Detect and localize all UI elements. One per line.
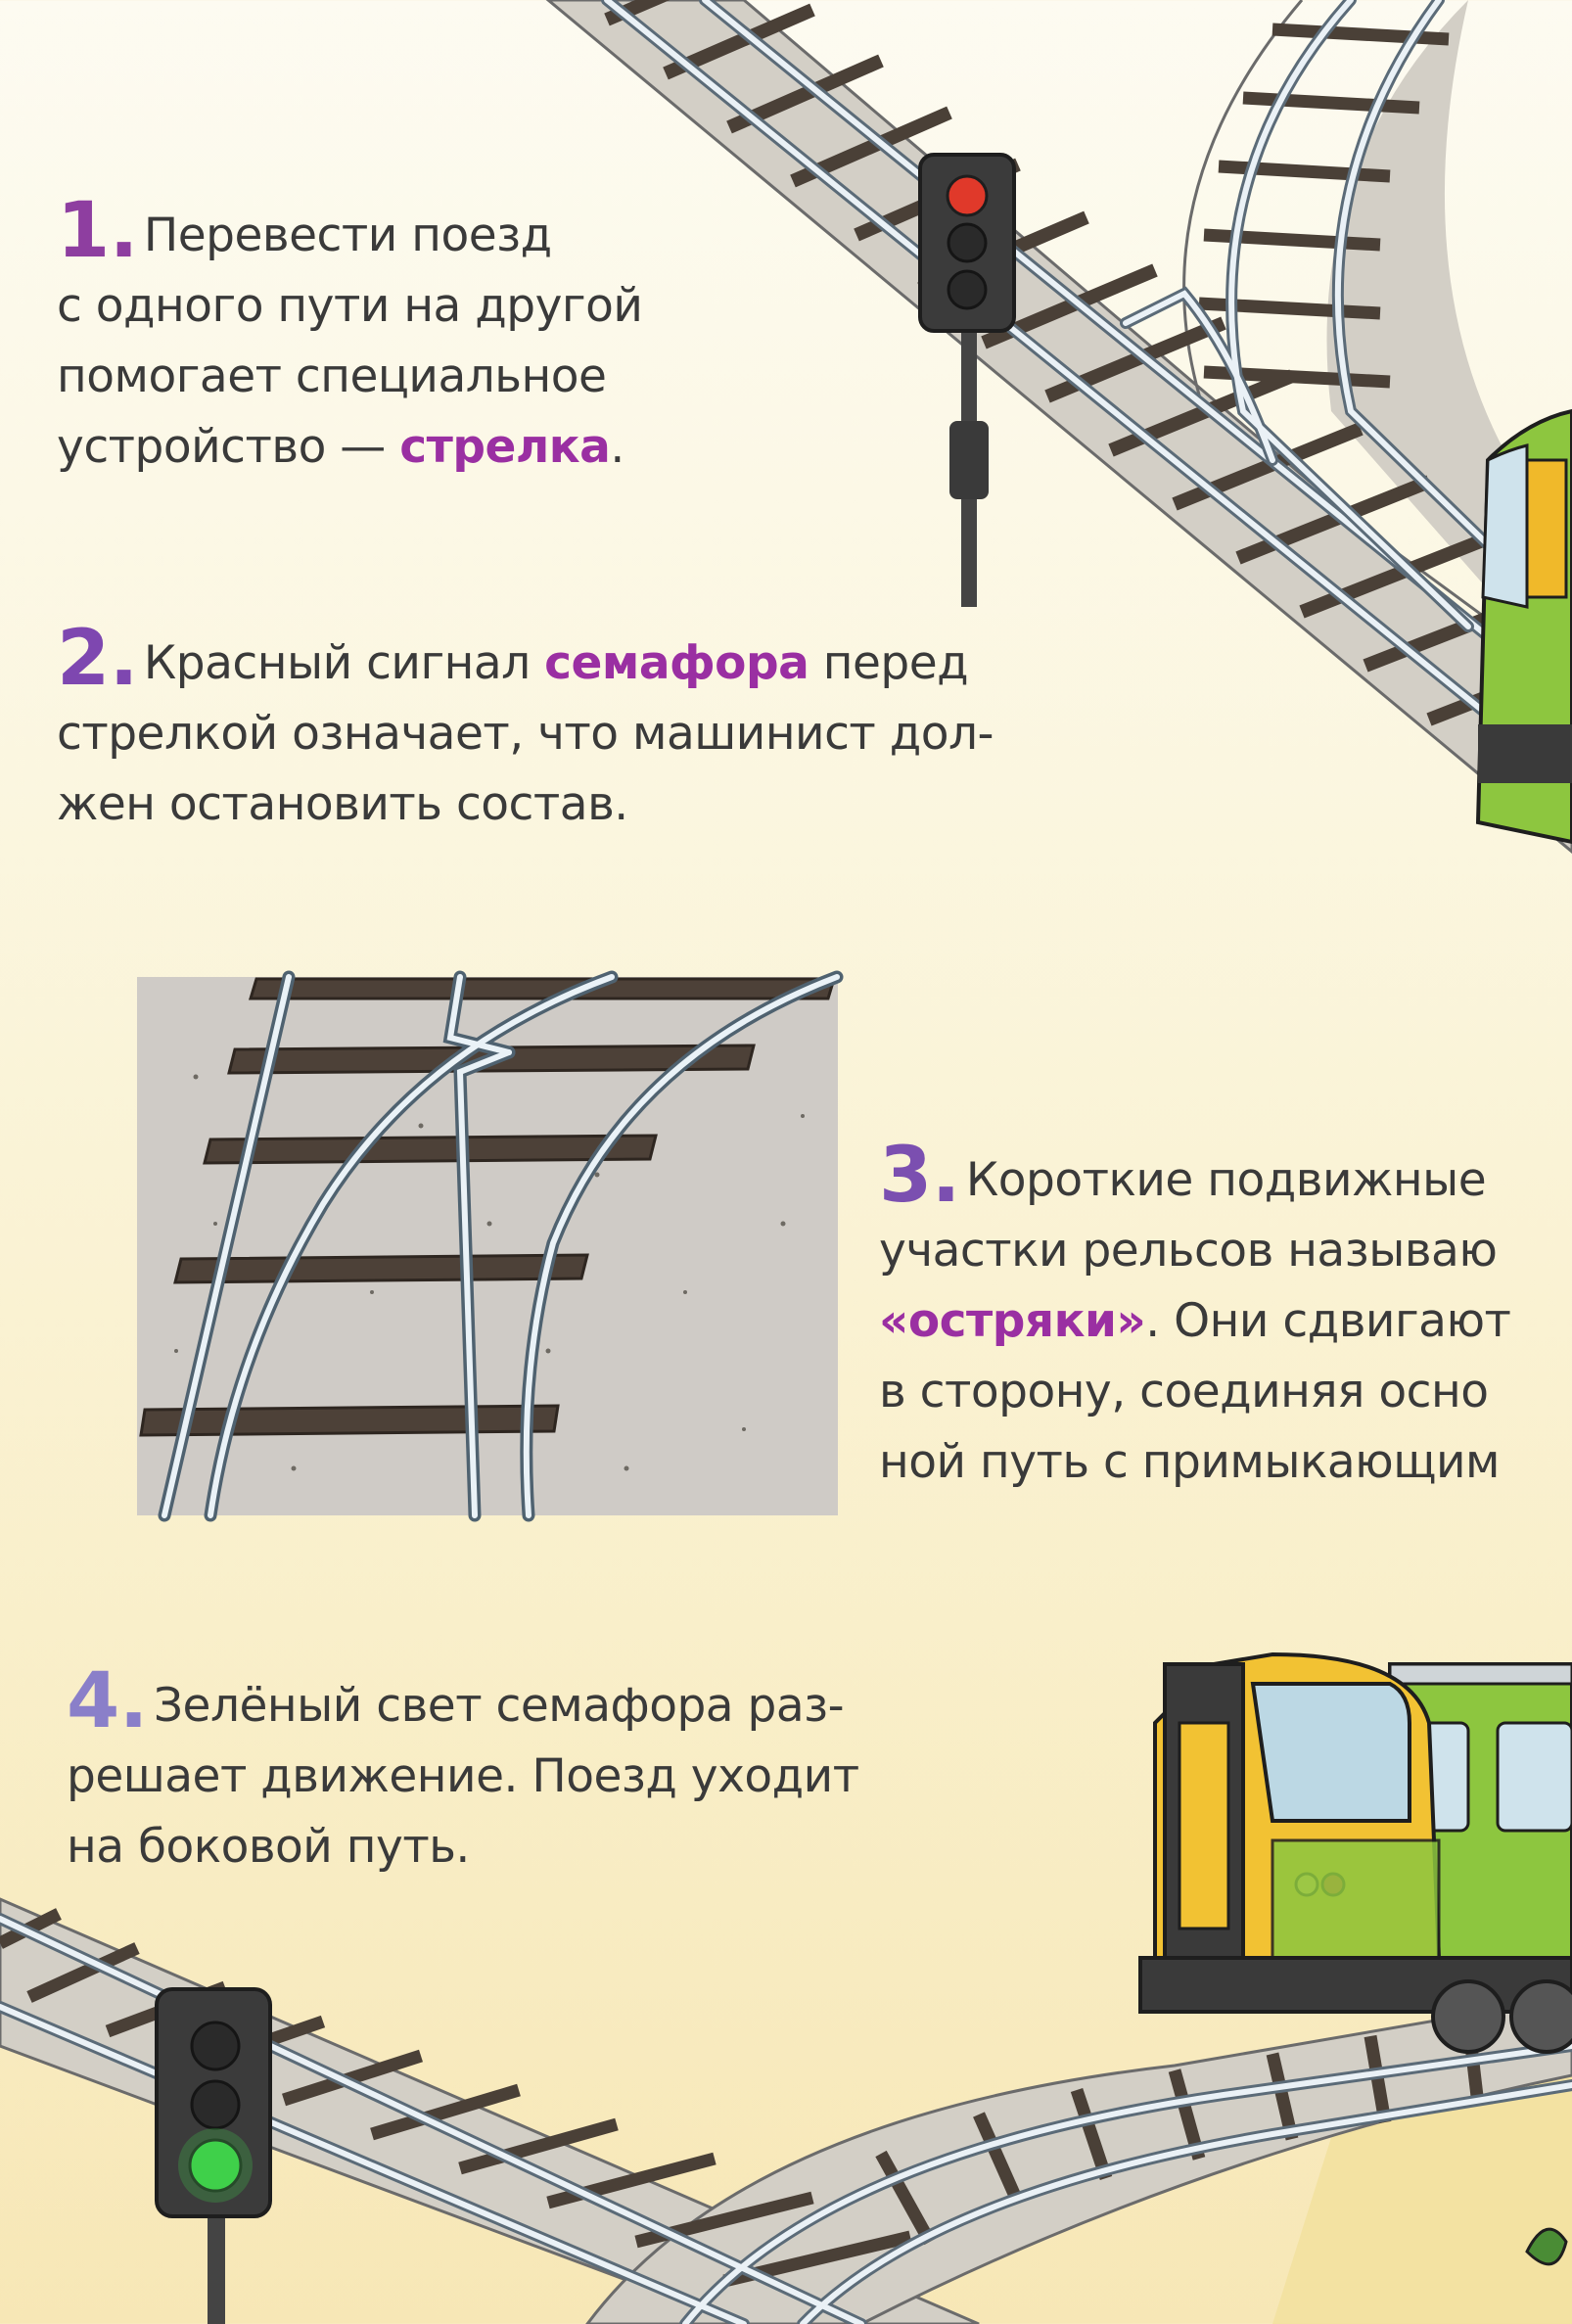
text: Зелёный свет семафора раз- bbox=[153, 1679, 845, 1733]
text: участки рельсов называю bbox=[879, 1224, 1498, 1278]
text: . bbox=[610, 420, 624, 474]
text: на боковой путь. bbox=[67, 1820, 470, 1874]
switch-inset-image bbox=[137, 970, 844, 1522]
signal-lower-icon bbox=[155, 1987, 272, 2324]
text: Красный сигнал bbox=[143, 636, 545, 690]
text: жен остановить состав. bbox=[57, 777, 628, 831]
text: ной путь с примыкающим bbox=[879, 1435, 1501, 1489]
text: стрелкой означает, что машинист дол- bbox=[57, 707, 994, 761]
step-number-3: 3. bbox=[879, 1132, 960, 1220]
text: перед bbox=[809, 636, 969, 690]
step-number-2: 2. bbox=[57, 615, 138, 703]
term-semafor: семафора bbox=[544, 636, 809, 690]
text: в сторону, соединяя осно bbox=[879, 1365, 1489, 1418]
term-ostryaki: «остряки» bbox=[879, 1294, 1146, 1348]
paragraph-4: 4.Зелёный свет семафора раз- решает движ… bbox=[67, 1663, 1026, 1882]
text: устройство — bbox=[57, 420, 400, 474]
upper-track bbox=[545, 0, 1572, 854]
text: Короткие подвижные bbox=[965, 1153, 1487, 1207]
text: . Они сдвигают bbox=[1145, 1294, 1511, 1348]
text: с одного пути на другой bbox=[57, 279, 643, 333]
paragraph-3: 3.Короткие подвижные участки рельсов наз… bbox=[879, 1138, 1572, 1498]
step-number-1: 1. bbox=[57, 187, 138, 275]
text: решает движение. Поезд уходит bbox=[67, 1749, 859, 1803]
paragraph-1: 1.Перевести поезд с одного пути на друго… bbox=[57, 193, 762, 483]
train-upper-icon bbox=[1475, 408, 1572, 845]
train-lower-icon bbox=[1138, 1651, 1572, 2054]
text: Перевести поезд bbox=[143, 209, 552, 262]
term-strelka: стрелка bbox=[399, 420, 611, 474]
signal-upper-icon bbox=[918, 153, 1016, 607]
step-number-4: 4. bbox=[67, 1657, 148, 1745]
text: помогает специальное bbox=[57, 349, 607, 403]
paragraph-2: 2.Красный сигнал семафора перед стрелкой… bbox=[57, 621, 1133, 840]
